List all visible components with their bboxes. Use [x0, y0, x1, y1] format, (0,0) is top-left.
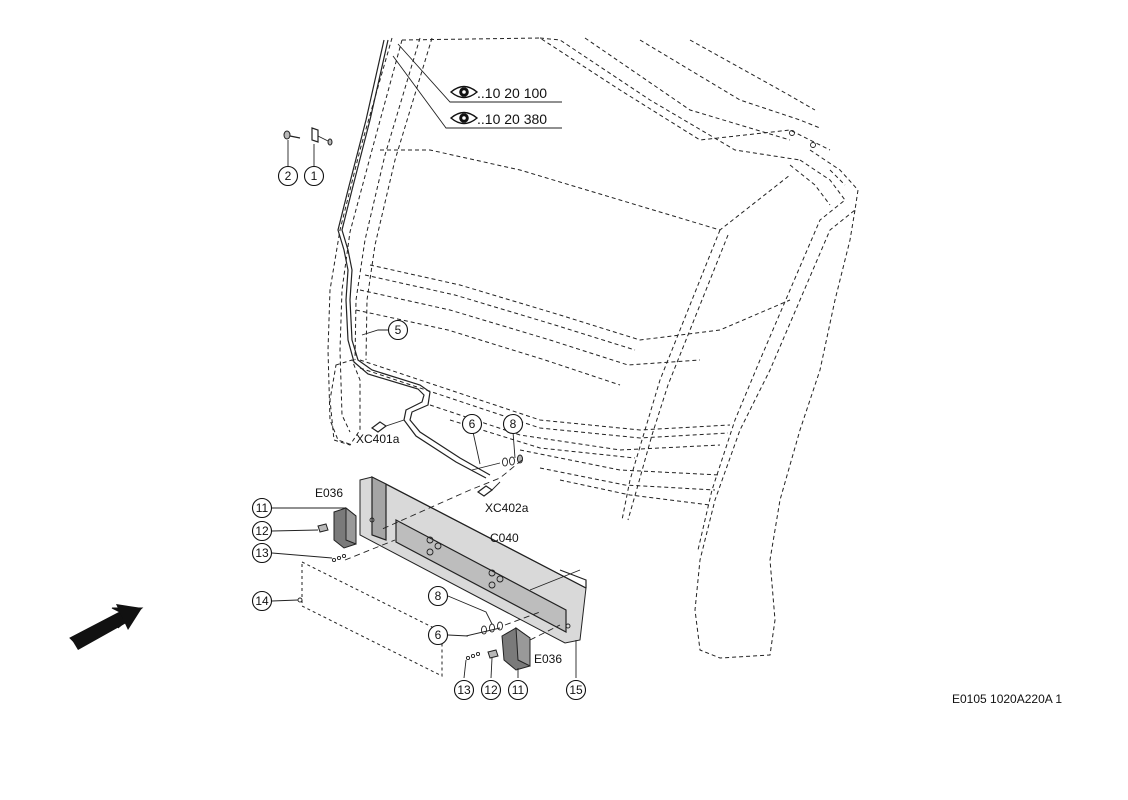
label-xc402a: XC402a [485, 501, 529, 515]
callout-13-bottom: 13 [453, 679, 475, 701]
label-xc401a: XC401a [356, 432, 400, 446]
plate-outline [301, 561, 443, 677]
callout-2: 2 [277, 165, 299, 187]
svg-text:6: 6 [435, 628, 442, 642]
callout-8-top: 8 [502, 413, 524, 435]
fasteners-top [283, 127, 333, 168]
callout-12-left: 12 [251, 520, 273, 542]
wiring-harness [337, 39, 501, 497]
svg-text:12: 12 [255, 524, 269, 538]
svg-text:6: 6 [469, 417, 476, 431]
svg-text:11: 11 [256, 501, 269, 515]
svg-text:14: 14 [255, 594, 269, 608]
callout-11-bottom: 11 [507, 679, 529, 701]
callout-14: 14 [251, 590, 273, 612]
svg-text:13: 13 [255, 546, 269, 560]
label-c040: C040 [490, 531, 519, 545]
svg-text:13: 13 [457, 683, 471, 697]
leader-lines [271, 43, 577, 679]
reference-text-1: ..10 20 100 [477, 85, 547, 101]
svg-text:2: 2 [285, 169, 292, 183]
reference-text-2: ..10 20 380 [477, 111, 547, 127]
callout-8-bottom: 8 [427, 585, 449, 607]
lamp-left [333, 506, 357, 549]
callout-6-bottom: 6 [427, 624, 449, 646]
callout-12-bottom: 12 [480, 679, 502, 701]
eye-icon [449, 85, 479, 99]
callout-6-top: 6 [461, 413, 483, 435]
callout-15: 15 [565, 679, 587, 701]
callout-5: 5 [387, 319, 409, 341]
drawing-code: E0105 1020A220A 1 [952, 692, 1062, 706]
svg-text:11: 11 [512, 683, 525, 697]
reference-1: ..10 20 100 [449, 85, 547, 101]
label-e036-top: E036 [315, 486, 343, 500]
callout-1: 1 [303, 165, 325, 187]
callout-11-left: 11 [251, 497, 273, 519]
plate-bracket [359, 476, 587, 644]
arrow-icon [69, 604, 144, 650]
svg-text:8: 8 [510, 417, 517, 431]
vehicle-body-outline [327, 37, 859, 659]
svg-text:1: 1 [311, 169, 318, 183]
svg-text:15: 15 [569, 683, 583, 697]
eye-icon [449, 111, 479, 125]
lamp-right [501, 626, 531, 671]
label-e036-bottom: E036 [534, 652, 562, 666]
reference-2: ..10 20 380 [449, 111, 547, 127]
callout-13-left: 13 [251, 542, 273, 564]
svg-text:5: 5 [395, 323, 402, 337]
svg-text:12: 12 [484, 683, 498, 697]
svg-text:8: 8 [435, 589, 442, 603]
